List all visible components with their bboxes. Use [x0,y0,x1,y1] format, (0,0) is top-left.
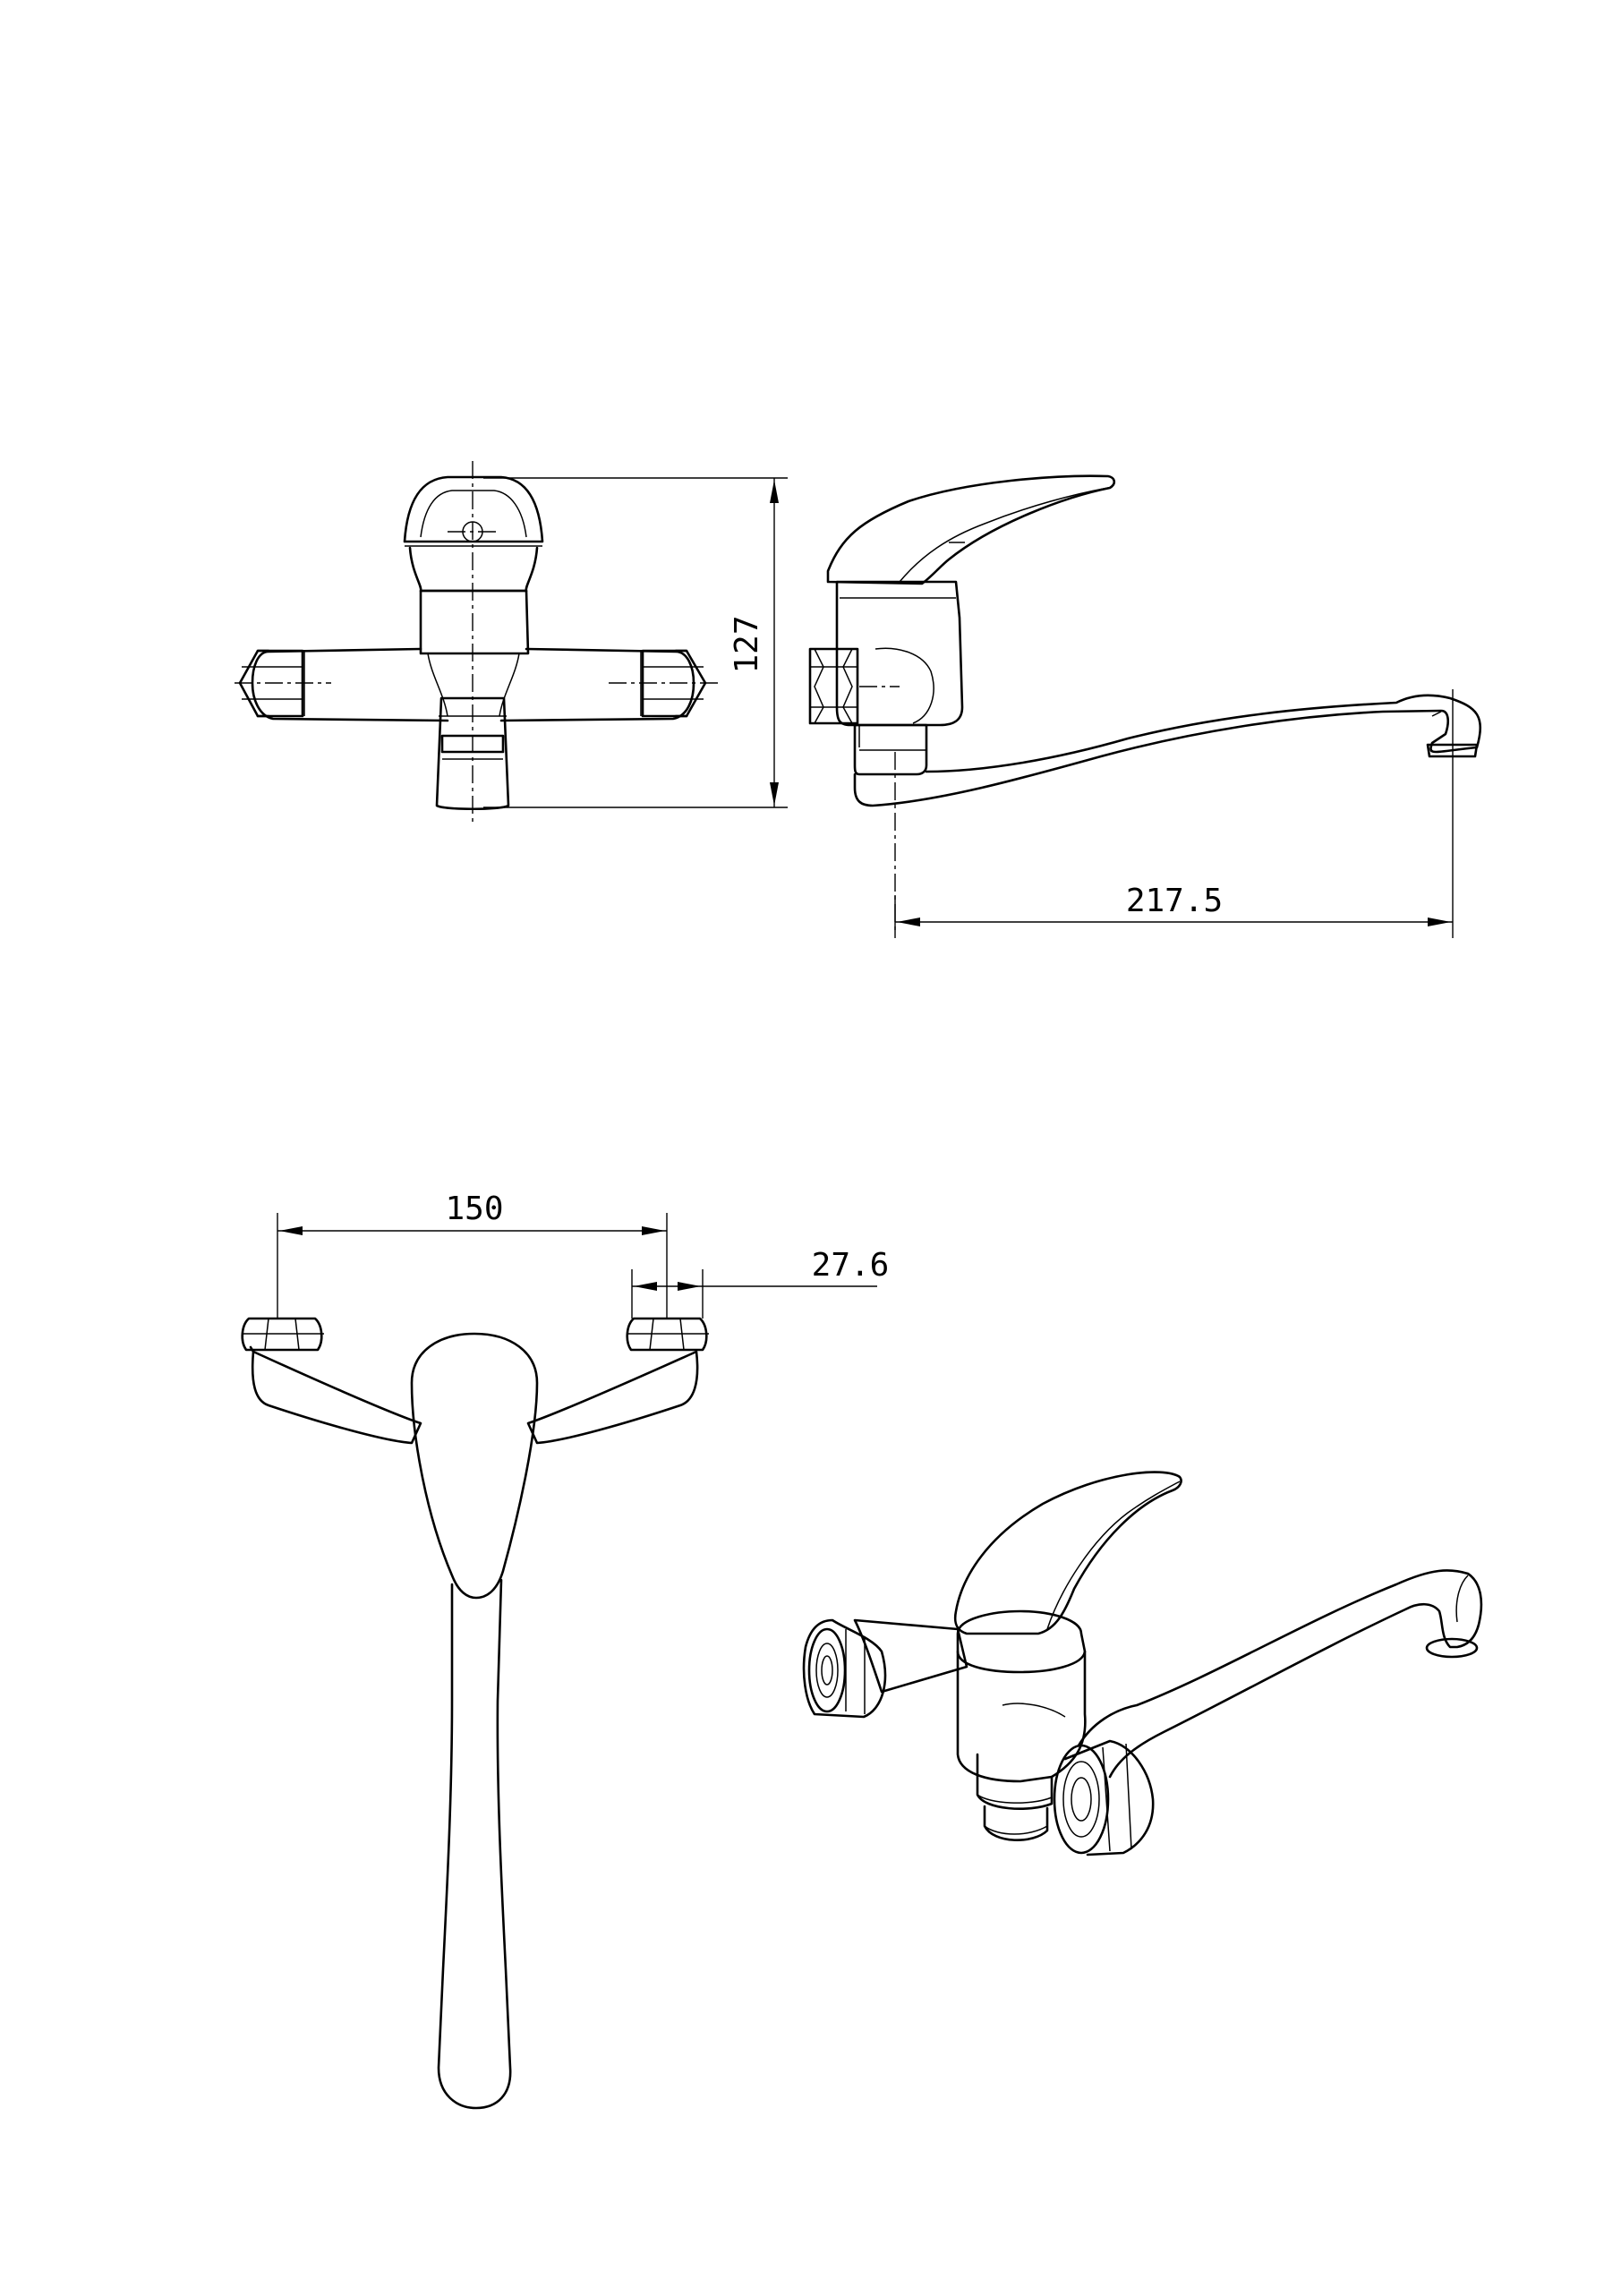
height-dimension-label: 127 [729,615,765,673]
front-view-body [419,589,530,655]
side-view: 217.5 [808,474,1481,938]
isometric-view-back-nut [802,1618,887,1719]
top-view-right-nut [626,1317,709,1352]
side-view-body [835,580,964,727]
isometric-view-back-arm [853,1618,968,1694]
isometric-view-lever [953,1471,1182,1635]
reach-dimension: 217.5 [894,689,1454,938]
top-view-left-arm [251,1350,422,1445]
isometric-view-aerator [1425,1637,1479,1659]
front-view-right-nut [640,649,707,718]
side-view-lever [826,474,1116,585]
top-view: 150 27.6 [241,1191,890,2110]
isometric-view-body-cap [956,1609,1087,1674]
isometric-view-spout [1077,1569,1483,1779]
reach-dimension-label: 217.5 [1126,883,1223,919]
nut-width-dimension: 27.6 [631,1247,890,1319]
front-view: 127 [235,461,788,825]
top-view-spout [437,1578,512,2110]
front-view-right-arm [499,647,695,722]
top-view-right-arm [526,1350,699,1445]
height-dimension: 127 [483,477,788,808]
isometric-view-body [956,1650,1087,1783]
front-view-left-arm [251,647,449,722]
nut-width-label: 27.6 [812,1247,890,1284]
inlet-spacing-dimension: 150 [277,1191,668,1319]
inlet-spacing-label: 150 [445,1191,503,1227]
isometric-view-front-nut [1053,1739,1155,1856]
side-view-spout [853,694,1481,931]
front-view-lever [403,475,544,593]
front-view-spout-outlet [435,696,510,811]
isometric-view [802,1471,1483,1856]
front-view-left-nut [238,649,305,718]
top-view-lever [410,1332,539,1600]
side-view-inlet-nut [808,647,900,725]
top-view-left-nut [241,1317,324,1352]
